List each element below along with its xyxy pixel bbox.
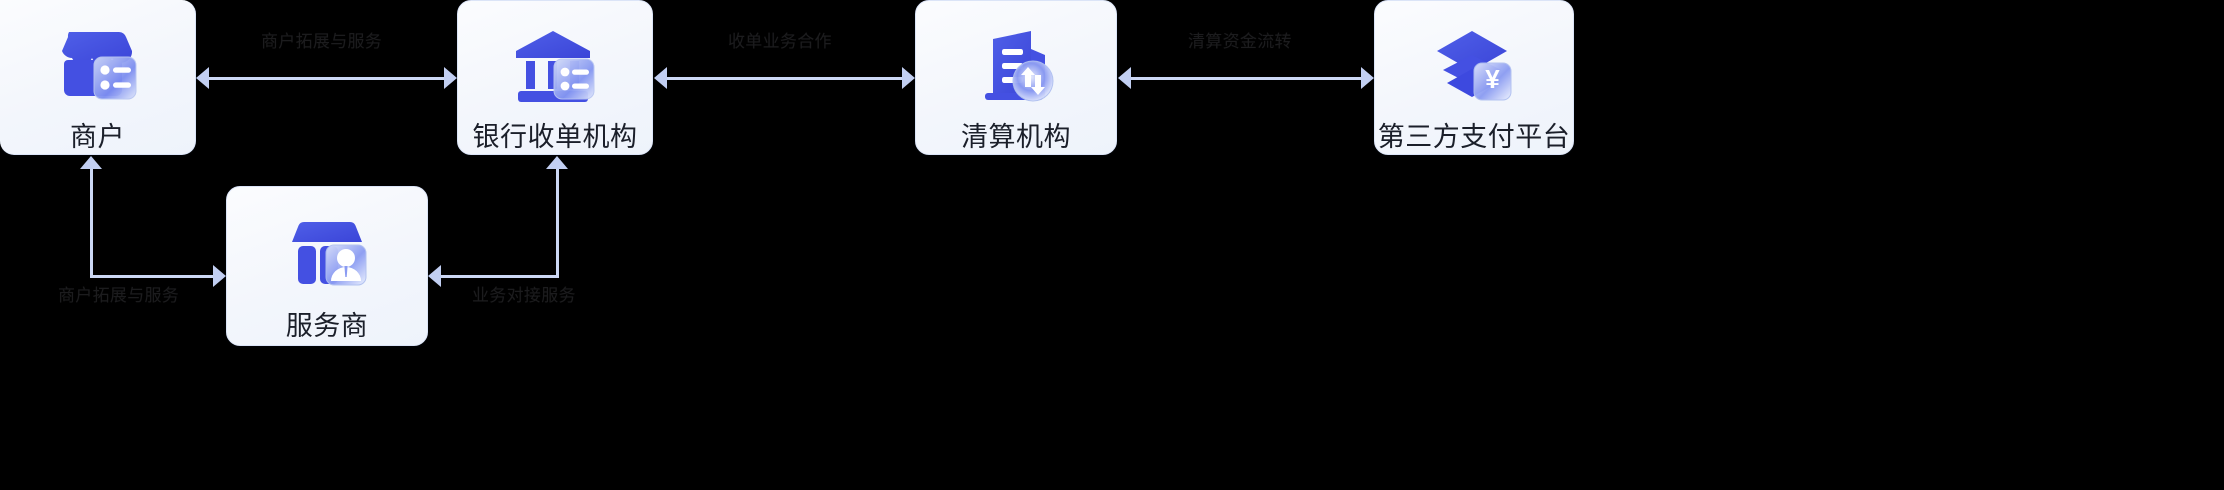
node-label-clearing: 清算机构: [961, 122, 1071, 152]
connector-merchant-bank: [208, 77, 445, 80]
edge-label-clearing-thirdparty: 清算资金流转: [1188, 32, 1292, 51]
node-card-clearing[interactable]: 清算机构: [915, 0, 1117, 155]
arrow-merchant-bank-right: [444, 67, 457, 89]
node-card-thirdparty[interactable]: ¥ 第三方支付平台: [1374, 0, 1574, 155]
edge-label-merchant-bank: 商户拓展与服务: [261, 32, 383, 51]
node-card-merchant[interactable]: 商户: [0, 0, 196, 155]
arrow-clearing-thirdparty-left: [1118, 67, 1131, 89]
edge-label-bank-clearing: 收单业务合作: [728, 32, 832, 51]
edge-label-provider-bank: 业务对接服务: [472, 286, 576, 305]
storefront-list-icon: [50, 20, 146, 114]
arrow-provider-bank-up: [546, 156, 568, 169]
connector-bank-clearing: [666, 77, 903, 80]
node-label-thirdparty: 第三方支付平台: [1377, 122, 1571, 152]
node-label-bank: 银行收单机构: [472, 122, 638, 152]
arrow-merchant-provider-up: [80, 156, 102, 169]
connector-merchant-provider-horizontal: [90, 275, 214, 278]
arrow-merchant-bank-left: [196, 67, 209, 89]
connector-provider-bank-vertical: [556, 168, 559, 278]
arrow-bank-clearing-left: [654, 67, 667, 89]
arrow-merchant-provider-right: [213, 265, 226, 287]
connector-merchant-provider-vertical: [90, 168, 93, 278]
arrow-clearing-thirdparty-right: [1361, 67, 1374, 89]
arrow-provider-bank-left: [428, 265, 441, 287]
edge-label-merchant-provider: 商户拓展与服务: [58, 286, 180, 305]
node-card-provider[interactable]: 服务商: [226, 186, 428, 346]
arrow-bank-clearing-right: [902, 67, 915, 89]
node-card-bank[interactable]: 银行收单机构: [457, 0, 653, 155]
node-label-provider: 服务商: [285, 311, 369, 341]
connector-provider-bank-horizontal: [440, 275, 559, 278]
node-label-merchant: 商户: [70, 122, 125, 152]
storefront-person-icon: [279, 207, 375, 303]
connector-clearing-thirdparty: [1130, 77, 1362, 80]
building-exchange-icon: [968, 21, 1064, 114]
svg-text:¥: ¥: [1485, 64, 1500, 94]
bank-building-list-icon: [507, 21, 603, 114]
layers-yuan-icon: ¥: [1426, 21, 1522, 114]
